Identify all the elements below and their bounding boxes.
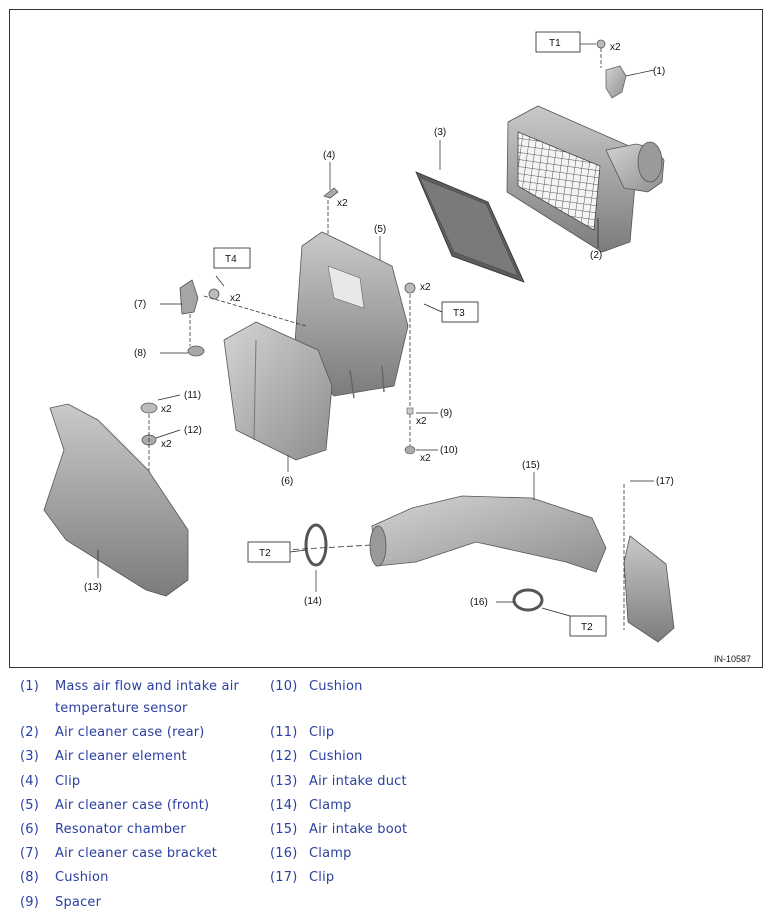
legend-text: Air cleaner case bracket [55, 846, 218, 861]
clamp-16-part [512, 588, 544, 612]
legend-text: Air intake duct [309, 774, 407, 789]
legend-text: Cushion [309, 749, 363, 764]
legend-num: (5) [20, 798, 40, 813]
callout-9: (9) [440, 408, 452, 419]
clip-4-part [323, 187, 339, 250]
air-intake-boot-part [369, 484, 675, 643]
legend-text: Resonator chamber [55, 822, 186, 837]
air-cleaner-element-part [415, 171, 525, 283]
torque-tags: T1 T4 T3 T2 T2 [213, 31, 607, 637]
legend-num: (7) [20, 846, 40, 861]
multiplier-2: x2 [337, 198, 348, 209]
air-cleaner-case-rear-part [506, 105, 665, 253]
image-id-label: IN-10587 [714, 654, 751, 664]
legend-num: (8) [20, 870, 40, 885]
legend-text: Clip [309, 725, 335, 740]
callout-17: (17) [656, 476, 674, 487]
torque-tag-t2-a: T2 [259, 548, 271, 559]
legend-num: (16) [270, 846, 298, 861]
legend-num: (14) [270, 798, 298, 813]
callout-10: (10) [440, 445, 458, 456]
legend-num: (15) [270, 822, 298, 837]
air-cleaner-case-front-part [293, 231, 409, 399]
legend-text: Clip [309, 870, 335, 885]
callout-2: (2) [590, 250, 602, 261]
torque-tag-t2-b: T2 [581, 622, 593, 633]
legend-num: (13) [270, 774, 298, 789]
multiplier-7: x2 [161, 404, 172, 415]
legend-num: (9) [20, 895, 40, 910]
bracket-and-cushion-parts [179, 279, 307, 357]
legend-num: (12) [270, 749, 298, 764]
callout-6: (6) [281, 476, 293, 487]
legend-text: Cushion [55, 870, 109, 885]
callout-8: (8) [134, 348, 146, 359]
air-intake-duct-part [43, 403, 189, 597]
callout-3: (3) [434, 127, 446, 138]
torque-tag-t3: T3 [453, 308, 465, 319]
leader-lines [97, 43, 655, 617]
legend-num: (2) [20, 725, 40, 740]
spacer-cushion-bolt-parts [404, 282, 416, 455]
callout-12: (12) [184, 425, 202, 436]
legend-num: (1) [20, 679, 40, 694]
multiplier-4: x2 [420, 282, 431, 293]
legend-text: temperature sensor [55, 701, 188, 716]
legend-text: Cushion [309, 679, 363, 694]
resonator-chamber-part [223, 321, 333, 461]
legend-num: (17) [270, 870, 298, 885]
callout-1: (1) [653, 66, 665, 77]
legend-num: (6) [20, 822, 40, 837]
callout-15: (15) [522, 460, 540, 471]
multiplier-6: x2 [420, 453, 431, 464]
legend-text: Air cleaner case (front) [55, 798, 210, 813]
legend-text: Air cleaner case (rear) [55, 725, 205, 740]
callout-14: (14) [304, 596, 322, 607]
callout-11: (11) [184, 390, 201, 401]
callout-13: (13) [84, 582, 102, 593]
legend-text: Mass air flow and intake air [55, 679, 240, 694]
legend-text: Clamp [309, 798, 352, 813]
callout-4: (4) [323, 150, 335, 161]
callout-16: (16) [470, 597, 488, 608]
clamp-14-part [283, 523, 373, 567]
legend-num: (4) [20, 774, 40, 789]
legend-text: Spacer [55, 895, 102, 910]
legend-text: Air cleaner element [55, 749, 187, 764]
multiplier-labels: x2 x2 x2 x2 x2 x2 x2 x2 [161, 42, 621, 464]
multiplier-5: x2 [416, 416, 427, 427]
multiplier-8: x2 [161, 439, 172, 450]
maf-sensor-part [596, 39, 627, 99]
callout-5: (5) [374, 224, 386, 235]
legend-num: (3) [20, 749, 40, 764]
torque-tag-t1: T1 [549, 38, 561, 49]
legend-num: (11) [270, 725, 298, 740]
callout-labels: (1) (2) (3) (4) (5) (6) (7) (8) (9) (10)… [84, 66, 674, 608]
exploded-parts-diagram: (1) (2) (3) (4) (5) (6) (7) (8) (9) (10)… [9, 9, 763, 668]
legend-text: Air intake boot [309, 822, 408, 837]
callout-7: (7) [134, 299, 146, 310]
legend-text: Clip [55, 774, 81, 789]
legend-num: (10) [270, 679, 298, 694]
multiplier-3: x2 [230, 293, 241, 304]
multiplier-1: x2 [610, 42, 621, 53]
torque-tag-t4: T4 [225, 254, 237, 265]
legend-text: Clamp [309, 846, 352, 861]
